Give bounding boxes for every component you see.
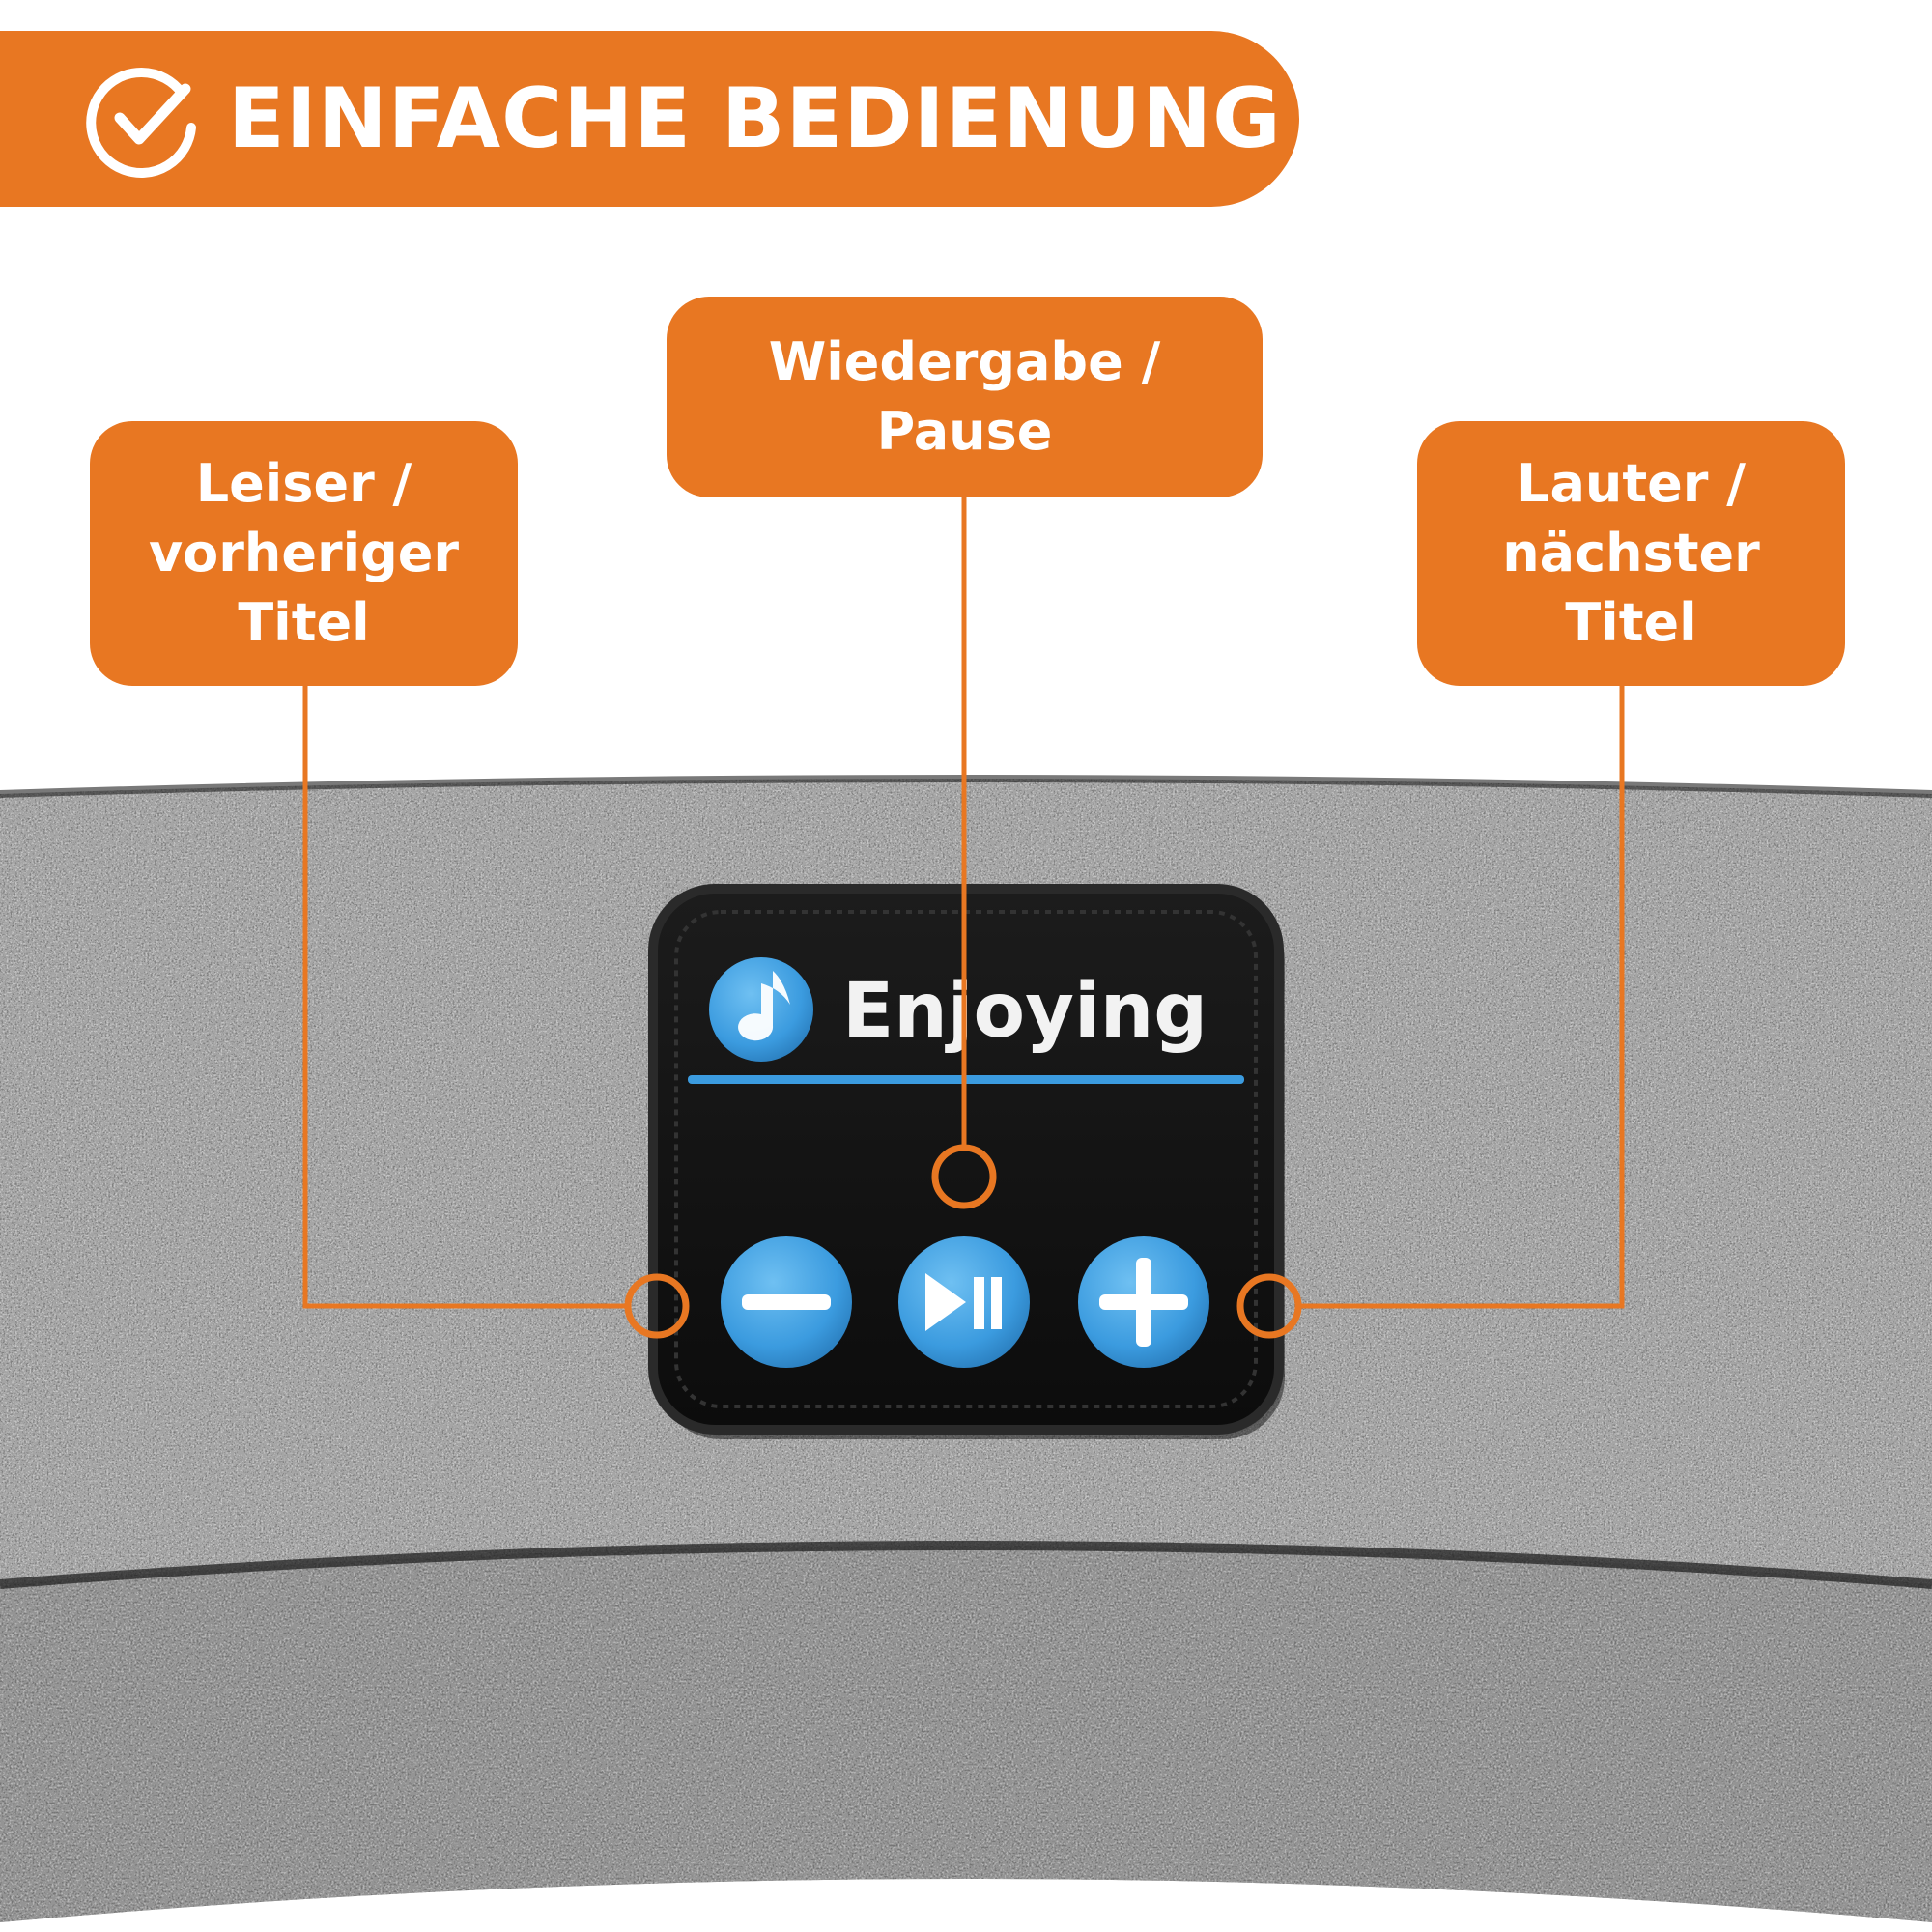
headband-seam xyxy=(0,1541,1932,1589)
minus-button[interactable] xyxy=(721,1236,852,1368)
control-patch: Enjoying xyxy=(648,884,1285,1439)
callout-right-line-3: Titel xyxy=(1565,592,1697,653)
leader-line-right xyxy=(1298,686,1625,1309)
leader-ring-left xyxy=(624,1273,690,1339)
callout-center-line-2: Pause xyxy=(876,401,1053,462)
patch-label: Enjoying xyxy=(842,968,1208,1055)
callout-left-line-2: vorheriger xyxy=(148,523,460,583)
page-title: EINFACHE BEDIENUNG xyxy=(228,71,1282,167)
music-note-icon xyxy=(709,957,813,1062)
callout-play-pause: Wiedergabe / Pause xyxy=(667,297,1263,497)
check-circle-icon xyxy=(86,68,196,178)
plus-icon xyxy=(1099,1258,1188,1347)
leader-line-left xyxy=(302,686,628,1309)
plus-button[interactable] xyxy=(1078,1236,1209,1368)
callout-right-line-1: Lauter / xyxy=(1517,453,1746,514)
callout-volume-down-previous: Leiser / vorheriger Titel xyxy=(90,421,518,686)
callout-left-line-3: Titel xyxy=(238,592,370,653)
callout-leader-lines xyxy=(302,497,1625,1339)
leader-ring-center xyxy=(931,1144,997,1209)
header-banner: EINFACHE BEDIENUNG xyxy=(0,31,1299,207)
leader-ring-right xyxy=(1236,1273,1302,1339)
minus-icon xyxy=(742,1294,831,1310)
callout-left-line-1: Leiser / xyxy=(195,453,412,514)
play-pause-button[interactable] xyxy=(898,1236,1030,1368)
callout-volume-up-next: Lauter / nächster Titel xyxy=(1417,421,1845,686)
headband-lower-fold xyxy=(0,1546,1932,1922)
play-pause-icon xyxy=(925,1273,1002,1331)
callout-right-line-2: nächster xyxy=(1502,523,1760,583)
callout-center-line-1: Wiedergabe / xyxy=(768,331,1161,392)
